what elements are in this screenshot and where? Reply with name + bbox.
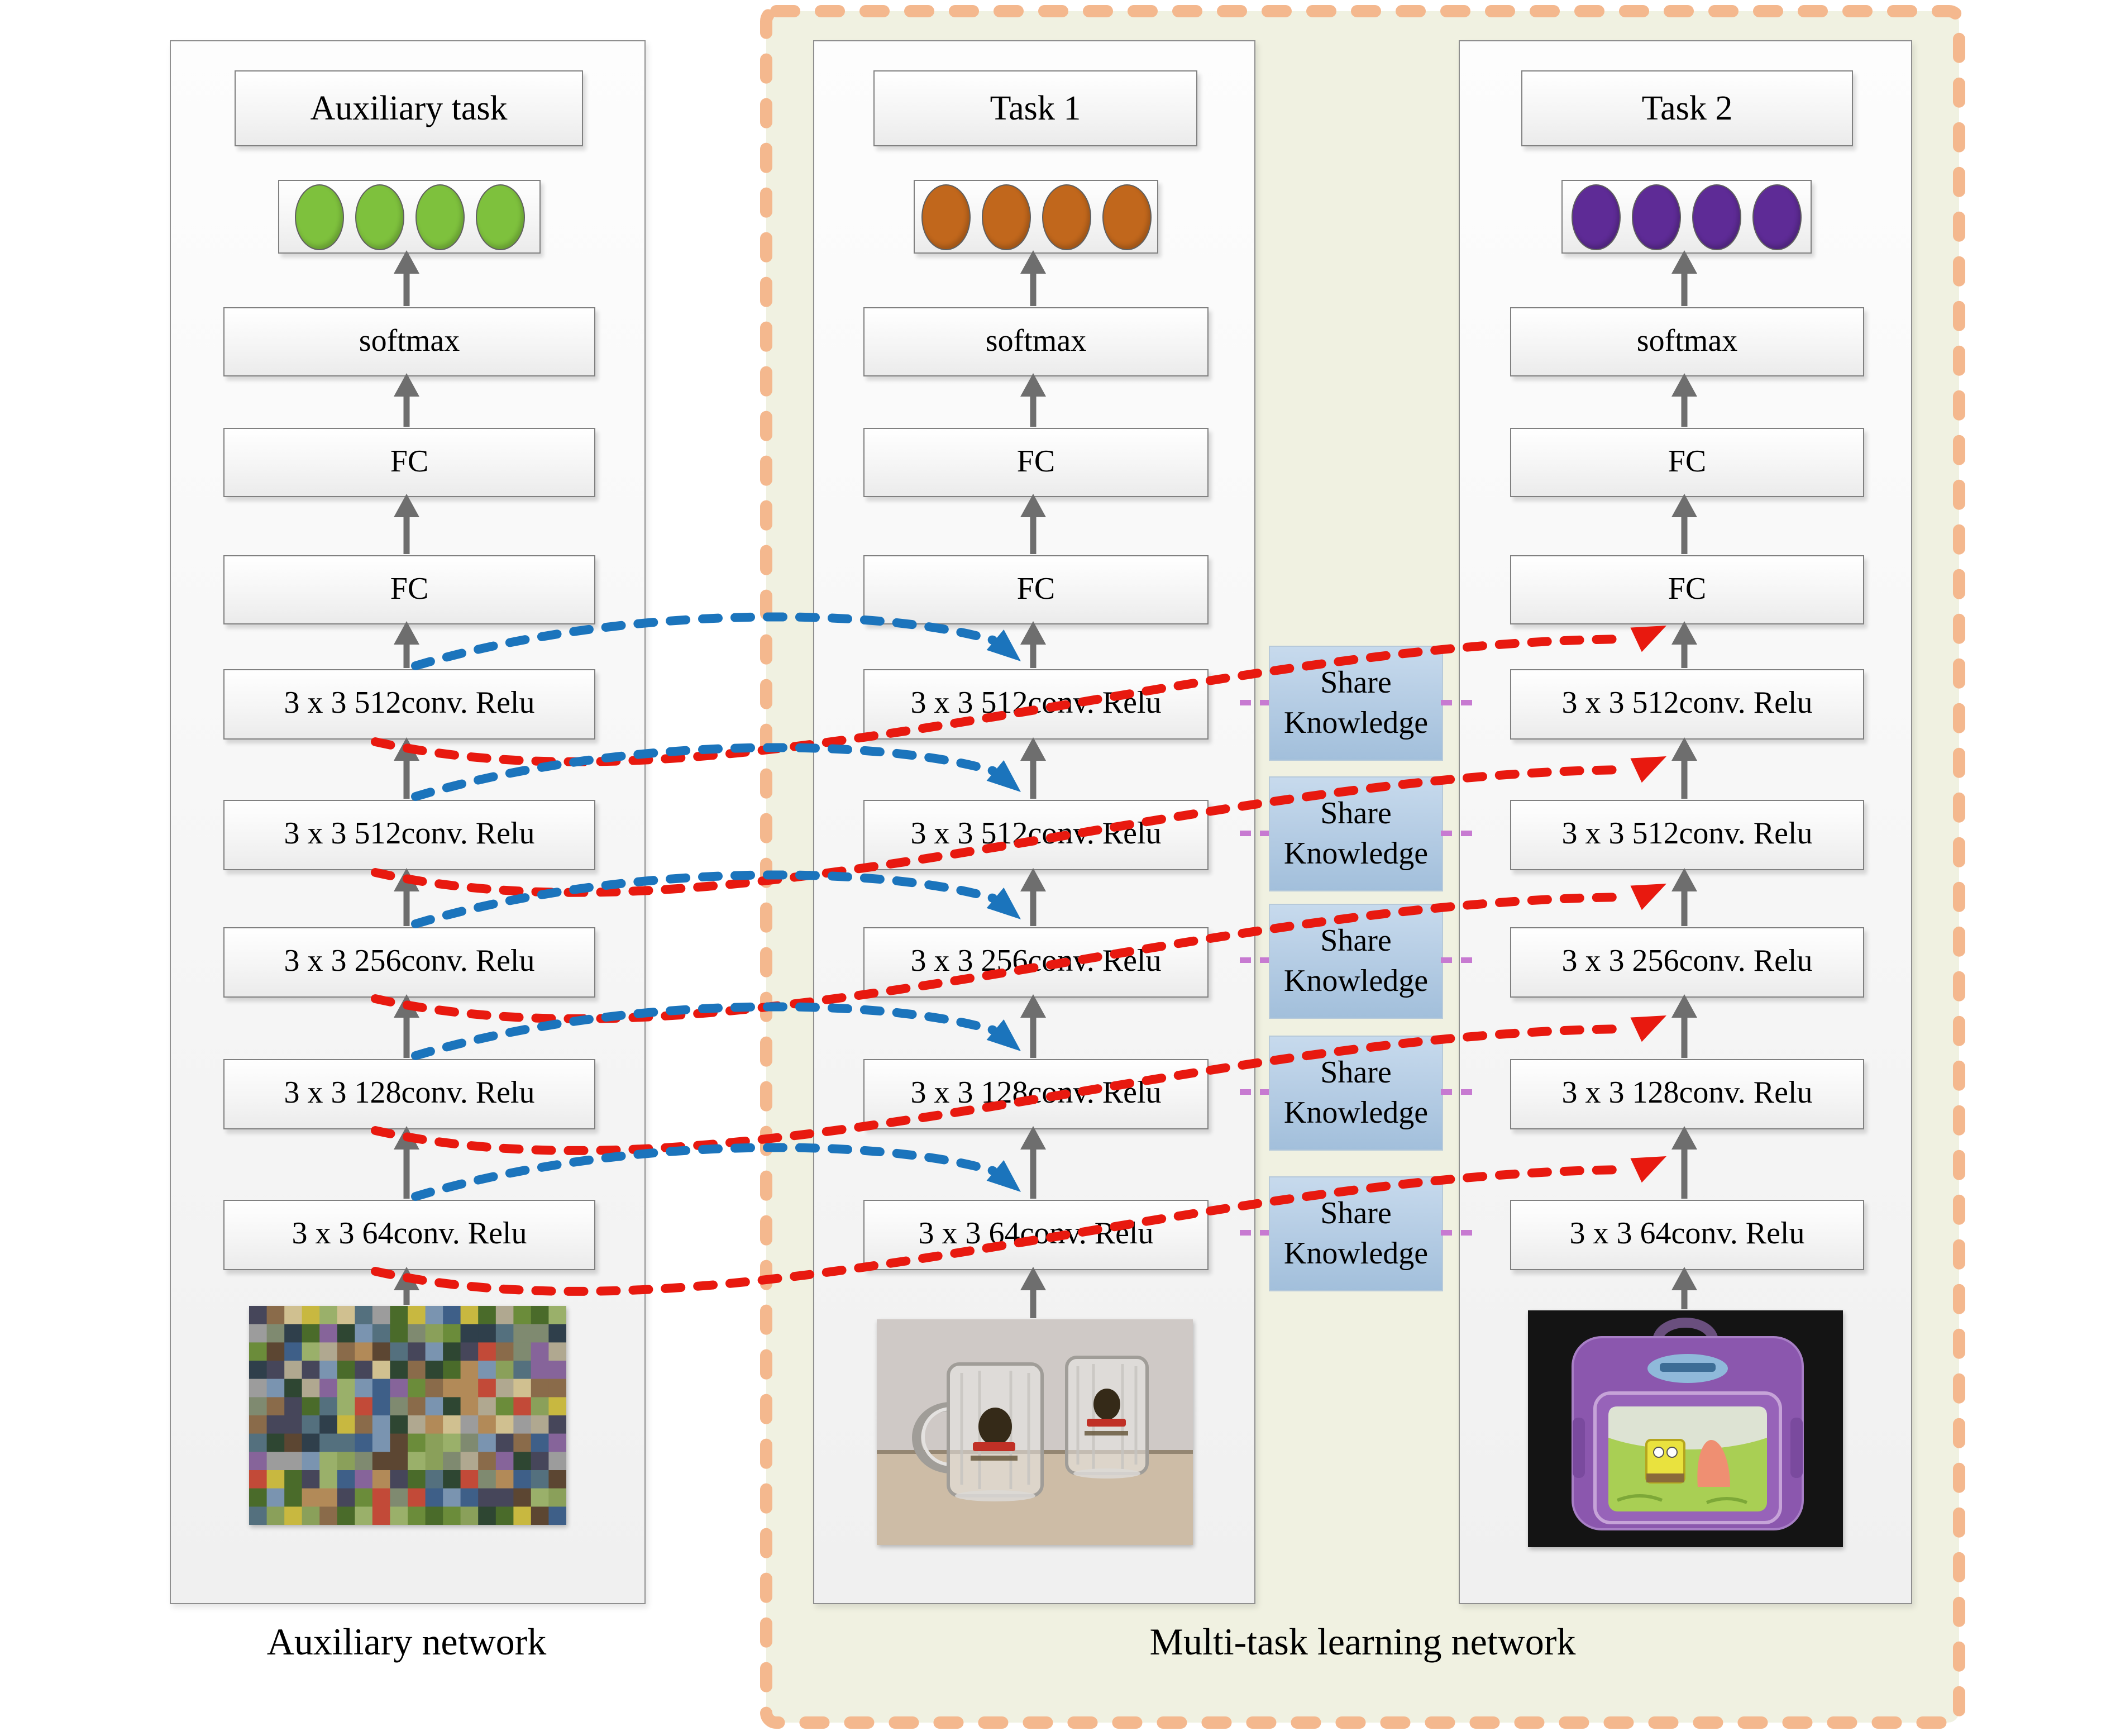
conv-layer-4-task1: 3 x 3 128conv. Relu: [863, 1059, 1209, 1129]
glass-mugs-image: [877, 1319, 1193, 1545]
multitask-network-caption: Multi-task learning network: [1149, 1622, 1576, 1663]
conv-layer-2-task2: 3 x 3 512conv. Relu: [1510, 800, 1864, 870]
output-unit-icon: [1752, 184, 1802, 250]
output-units-task1: [914, 180, 1158, 254]
share-knowledge-box-3: Share Knowledge: [1269, 904, 1443, 1019]
softmax-layer-task1: softmax: [863, 307, 1209, 376]
conv-layer-1-aux: 3 x 3 512conv. Relu: [223, 669, 595, 740]
purple-backpack-image: [1528, 1310, 1843, 1547]
conv-layer-2-task1: 3 x 3 512conv. Relu: [863, 800, 1209, 870]
output-unit-icon: [1632, 184, 1681, 250]
fc-layer-1-task1: FC: [863, 428, 1209, 497]
output-unit-icon: [1102, 184, 1151, 250]
conv-layer-5-aux: 3 x 3 64conv. Relu: [223, 1200, 595, 1270]
share-knowledge-box-4: Share Knowledge: [1269, 1036, 1443, 1151]
conv-layer-5-task2: 3 x 3 64conv. Relu: [1510, 1200, 1864, 1270]
share-knowledge-box-1: Share Knowledge: [1269, 646, 1443, 761]
fc-layer-1-task2: FC: [1510, 428, 1864, 497]
conv-layer-2-aux: 3 x 3 512conv. Relu: [223, 800, 595, 870]
auxiliary-network-caption: Auxiliary network: [266, 1622, 547, 1663]
output-unit-icon: [1572, 184, 1621, 250]
conv-layer-3-aux: 3 x 3 256conv. Relu: [223, 927, 595, 998]
imagenet-collage-image: [249, 1306, 567, 1525]
output-unit-icon: [475, 184, 524, 250]
output-unit-icon: [415, 184, 464, 250]
conv-layer-1-task1: 3 x 3 512conv. Relu: [863, 669, 1209, 740]
conv-layer-3-task1: 3 x 3 256conv. Relu: [863, 927, 1209, 998]
share-knowledge-box-2: Share Knowledge: [1269, 776, 1443, 891]
softmax-layer-task2: softmax: [1510, 307, 1864, 376]
output-unit-icon: [981, 184, 1030, 250]
task-title-aux: Auxiliary task: [235, 70, 583, 146]
conv-layer-4-task2: 3 x 3 128conv. Relu: [1510, 1059, 1864, 1129]
output-unit-icon: [294, 184, 343, 250]
fc-layer-2-aux: FC: [223, 555, 595, 624]
fc-layer-1-aux: FC: [223, 428, 595, 497]
conv-layer-5-task1: 3 x 3 64conv. Relu: [863, 1200, 1209, 1270]
share-knowledge-box-5: Share Knowledge: [1269, 1176, 1443, 1291]
fc-layer-2-task2: FC: [1510, 555, 1864, 624]
fc-layer-2-task1: FC: [863, 555, 1209, 624]
output-units-task2: [1561, 180, 1812, 254]
conv-layer-1-task2: 3 x 3 512conv. Relu: [1510, 669, 1864, 740]
conv-layer-4-aux: 3 x 3 128conv. Relu: [223, 1059, 595, 1129]
conv-layer-3-task2: 3 x 3 256conv. Relu: [1510, 927, 1864, 998]
task-title-task1: Task 1: [873, 70, 1197, 146]
output-units-aux: [278, 180, 541, 254]
softmax-layer-aux: softmax: [223, 307, 595, 376]
output-unit-icon: [921, 184, 970, 250]
output-unit-icon: [355, 184, 404, 250]
task-title-task2: Task 2: [1521, 70, 1853, 146]
output-unit-icon: [1042, 184, 1091, 250]
output-unit-icon: [1692, 184, 1741, 250]
